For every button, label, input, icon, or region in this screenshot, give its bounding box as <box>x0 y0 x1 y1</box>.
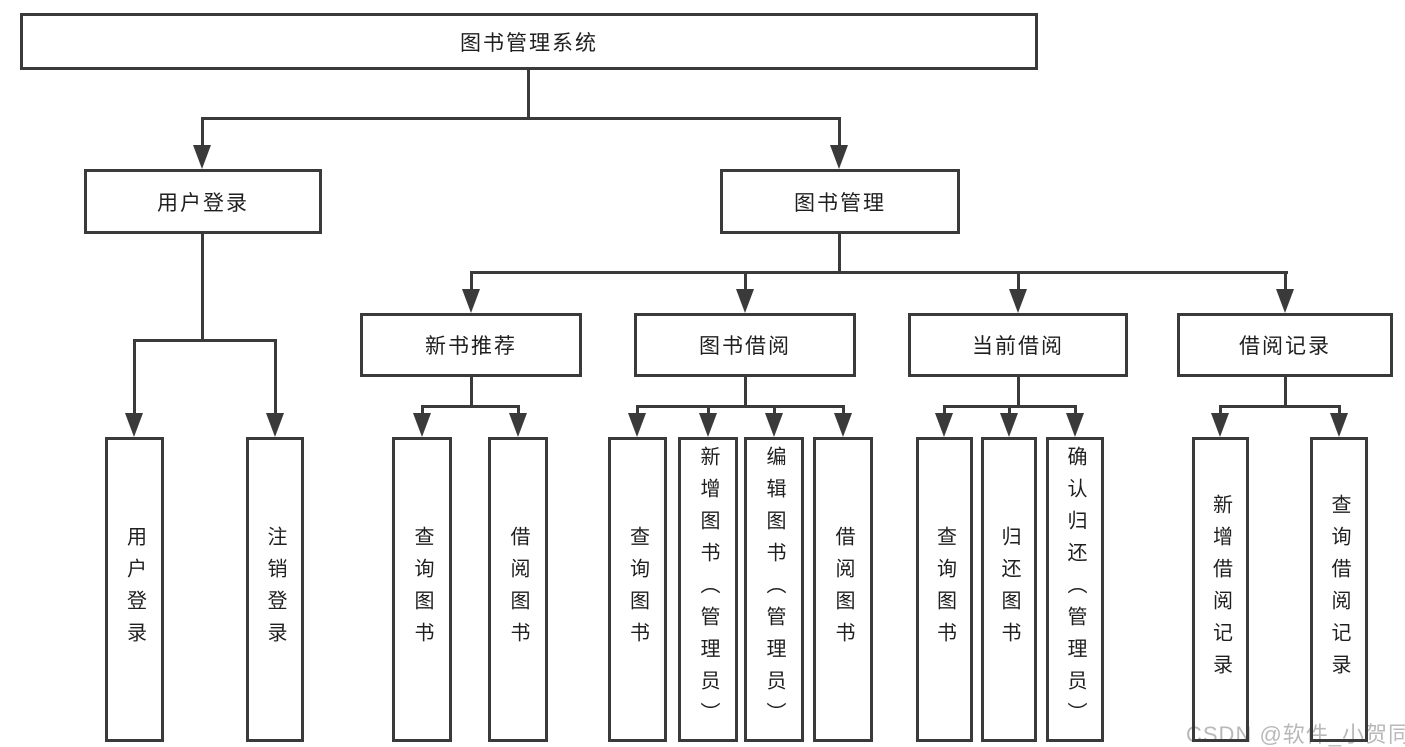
leaf-query-books-3: 查询图书 <box>916 437 973 742</box>
connector-line <box>274 339 277 419</box>
node-label: 图书管理 <box>794 191 886 215</box>
arrow-down-icon <box>193 145 211 169</box>
node-book-borrowing: 图书借阅 <box>634 313 856 377</box>
connector-line <box>773 405 776 419</box>
leaf-query-borrow-record: 查询借阅记录 <box>1310 437 1368 742</box>
connector-line <box>470 271 473 295</box>
node-current-borrowing: 当前借阅 <box>908 313 1128 377</box>
arrow-down-icon <box>830 145 848 169</box>
leaf-confirm-return-admin: 确认归还（管理员） <box>1046 437 1104 742</box>
connector-line <box>943 405 946 419</box>
csdn-watermark: CSDN @软件_小贺同学 <box>1186 722 1405 747</box>
arrow-down-icon <box>462 289 480 313</box>
connector-line <box>133 339 136 419</box>
connector-line <box>636 405 845 408</box>
connector-line <box>838 117 841 151</box>
connector-line <box>1074 405 1077 419</box>
node-borrowing-records: 借阅记录 <box>1177 313 1393 377</box>
connector-line <box>744 271 747 295</box>
connector-line <box>1284 271 1287 295</box>
leaf-label: 确认归还（管理员） <box>1064 445 1086 734</box>
leaf-label: 借阅图书 <box>832 525 854 654</box>
arrow-down-icon <box>1211 413 1229 437</box>
leaf-label: 查询图书 <box>411 525 433 654</box>
arrow-down-icon <box>266 413 284 437</box>
connector-line <box>1338 405 1341 419</box>
leaf-borrow-books-2: 借阅图书 <box>813 437 873 742</box>
connector-line <box>133 339 277 342</box>
arrow-down-icon <box>765 413 783 437</box>
arrow-down-icon <box>413 413 431 437</box>
node-label: 当前借阅 <box>972 335 1064 358</box>
arrow-down-icon <box>628 413 646 437</box>
leaf-label: 注销登录 <box>264 525 286 654</box>
arrow-down-icon <box>699 413 717 437</box>
connector-line <box>744 374 747 408</box>
arrow-down-icon <box>1066 413 1084 437</box>
arrow-down-icon <box>125 413 143 437</box>
node-label: 图书管理系统 <box>460 31 598 55</box>
connector-line <box>1219 405 1341 408</box>
leaf-query-books-1: 查询图书 <box>392 437 452 742</box>
arrow-down-icon <box>509 413 527 437</box>
connector-line <box>1017 271 1020 295</box>
node-new-book-recommend: 新书推荐 <box>360 313 582 377</box>
connector-line <box>470 271 1288 274</box>
leaf-label: 归还图书 <box>998 525 1020 654</box>
arrow-down-icon <box>1276 289 1294 313</box>
connector-line <box>838 231 841 274</box>
connector-line <box>201 117 841 120</box>
leaf-logout: 注销登录 <box>246 437 304 742</box>
arrow-down-icon <box>1009 289 1027 313</box>
leaf-return-books: 归还图书 <box>981 437 1037 742</box>
leaf-label: 借阅图书 <box>507 525 529 654</box>
leaf-add-borrow-record: 新增借阅记录 <box>1192 437 1249 742</box>
leaf-label: 查询图书 <box>933 525 956 654</box>
leaf-borrow-books-1: 借阅图书 <box>488 437 548 742</box>
node-user-login: 用户登录 <box>84 169 322 234</box>
connector-line <box>470 374 473 408</box>
leaf-query-books-2: 查询图书 <box>608 437 667 742</box>
connector-line <box>707 405 710 419</box>
connector-line <box>1008 405 1011 419</box>
connector-line <box>201 117 204 151</box>
connector-line <box>842 405 845 419</box>
connector-line <box>517 405 520 419</box>
arrow-down-icon <box>1000 413 1018 437</box>
node-label: 借阅记录 <box>1239 335 1331 358</box>
connector-line <box>201 231 204 342</box>
leaf-label: 新增借阅记录 <box>1209 493 1232 686</box>
node-root-system: 图书管理系统 <box>20 13 1038 70</box>
connector-line <box>1284 374 1287 408</box>
leaf-user-login: 用户登录 <box>105 437 164 742</box>
arrow-down-icon <box>834 413 852 437</box>
leaf-label: 查询图书 <box>626 525 649 654</box>
leaf-label: 编辑图书（管理员） <box>763 445 785 734</box>
node-label: 用户登录 <box>157 191 249 215</box>
node-label: 图书借阅 <box>699 335 791 358</box>
leaf-label: 新增图书（管理员） <box>697 445 719 734</box>
node-book-management: 图书管理 <box>720 169 960 234</box>
connector-line <box>421 405 520 408</box>
leaf-label: 查询借阅记录 <box>1328 493 1350 686</box>
node-label: 新书推荐 <box>425 335 517 358</box>
leaf-label: 用户登录 <box>123 525 146 654</box>
connector-line <box>1219 405 1222 419</box>
arrow-down-icon <box>935 413 953 437</box>
connector-line <box>1017 374 1020 408</box>
connector-line <box>421 405 424 419</box>
leaf-edit-books-admin: 编辑图书（管理员） <box>744 437 804 742</box>
connector-line <box>636 405 639 419</box>
connector-line <box>527 68 530 118</box>
leaf-add-books-admin: 新增图书（管理员） <box>678 437 738 742</box>
arrow-down-icon <box>1330 413 1348 437</box>
arrow-down-icon <box>736 289 754 313</box>
